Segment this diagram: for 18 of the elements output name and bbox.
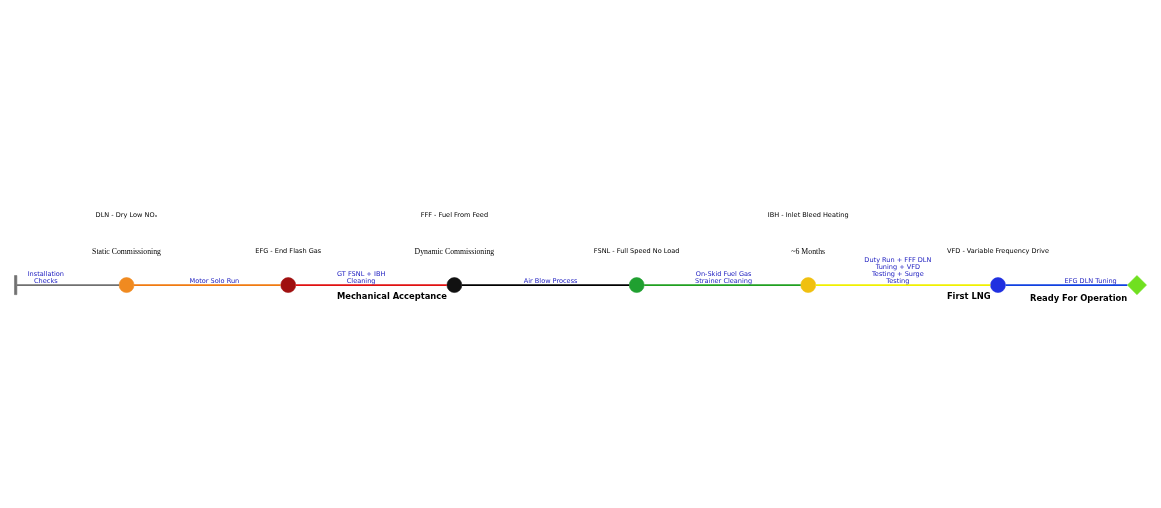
connector <box>814 284 992 286</box>
connector <box>294 284 448 286</box>
connector <box>1004 284 1129 286</box>
node-bar <box>14 275 18 295</box>
connector <box>643 284 802 286</box>
connector <box>460 284 631 286</box>
connector <box>16 284 120 286</box>
node-circle <box>800 277 816 293</box>
node-circle <box>446 277 463 293</box>
node-label: Mechanical Acceptance <box>336 290 447 301</box>
node-label: Ready For Operation <box>1029 292 1128 303</box>
connector <box>133 284 282 286</box>
node-circle <box>118 277 135 293</box>
node-circle <box>280 277 296 293</box>
node-label: First LNG <box>946 290 991 301</box>
node-circle <box>628 277 645 293</box>
node-circle <box>990 277 1006 293</box>
node-diamond <box>1127 275 1147 295</box>
